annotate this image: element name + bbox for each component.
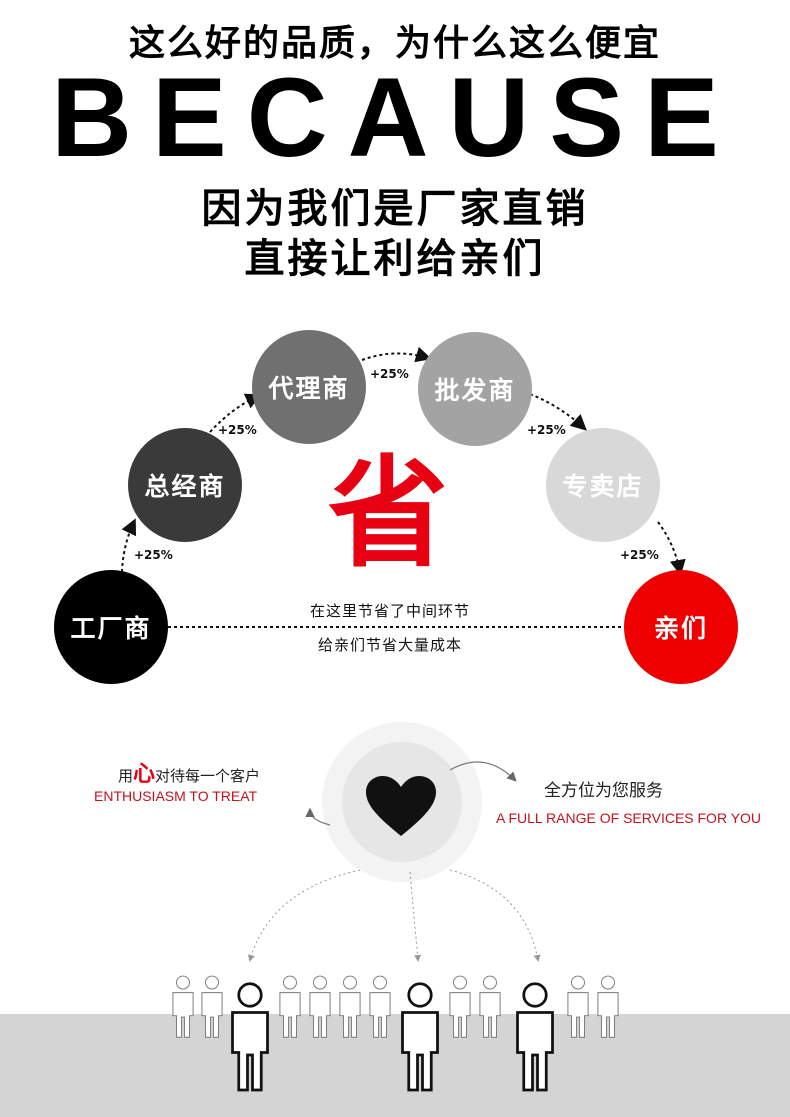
ground-strip [0,1014,790,1117]
service-curved-arrows [305,761,517,826]
node-agent: 代理商 [252,330,366,444]
service-left-suffix: 对待每一个客户 [155,767,261,785]
person-icon [231,982,269,1092]
arrow-factory-to-distributor [121,518,137,573]
node-store: 专卖店 [546,428,660,542]
person-icon [201,975,223,1038]
arrow-wholesaler-to-store [529,393,587,431]
headline-discount: 直接让利给亲们 [244,236,546,282]
node-factory: 工厂商 [54,570,168,684]
person-icon [279,975,301,1038]
markup-label: +25% [218,423,257,437]
headline-factory-direct: 因为我们是厂家直销 [201,186,589,232]
saving-text-line2: 给亲们节省大量成本 [317,636,462,654]
service-dashed-links [248,869,541,962]
node-wholesaler: 批发商 [418,332,532,446]
service-left-en: ENTHUSIASM TO TREAT [94,788,258,804]
save-character: 省 [328,445,448,584]
arrow-agent-to-wholesaler [361,346,432,363]
arrow-store-to-customer [657,521,686,576]
person-icon [339,975,361,1038]
customers-crowd [172,975,619,1092]
service-left-heart-char: 心 [133,762,156,787]
person-icon [597,975,619,1038]
markup-label: +25% [134,548,173,562]
heart-icon [366,776,436,836]
person-icon [449,975,471,1038]
person-icon [567,975,589,1038]
service-right-en: A FULL RANGE OF SERVICES FOR YOU [496,810,762,826]
service-left-cn: 用心对待每一个客户 [118,756,260,788]
person-icon [479,975,501,1038]
service-left-prefix: 用 [118,767,134,785]
markup-label: +25% [370,367,409,381]
person-icon [516,982,554,1092]
headline-question: 这么好的品质，为什么这么便宜 [128,23,661,64]
person-icon [309,975,331,1038]
saving-text-line1: 在这里节省了中间环节 [309,602,470,620]
person-icon [401,982,439,1092]
node-customers: 亲们 [624,570,738,684]
person-icon [369,975,391,1038]
person-icon [172,975,194,1038]
markup-label: +25% [527,423,566,437]
markup-label: +25% [620,548,659,562]
node-general-distributor: 总经商 [128,428,242,542]
because-title: BECAUSE [51,55,739,180]
service-right-cn: 全方位为您服务 [544,781,663,801]
